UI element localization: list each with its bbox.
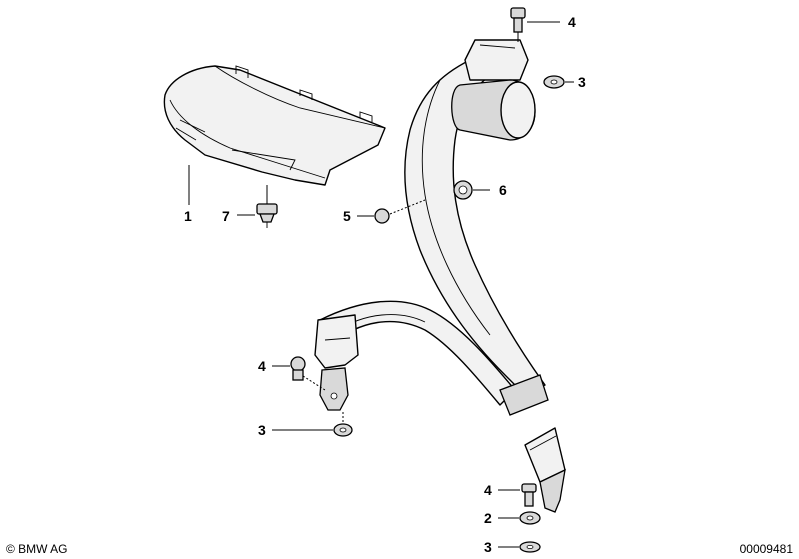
callout-3-mid: 3 (258, 422, 266, 438)
lower-anchor-part[interactable] (314, 314, 359, 411)
callout-6: 6 (499, 182, 507, 198)
trim-cover-part[interactable] (163, 65, 386, 205)
callout-7: 7 (222, 208, 230, 224)
buckle-part[interactable] (524, 427, 566, 513)
callout-3-bottom: 3 (484, 539, 492, 555)
washer-top-part[interactable] (543, 75, 574, 89)
callout-4-mid: 4 (258, 358, 266, 374)
retractor-part[interactable] (451, 28, 536, 141)
copyright-text: © BMW AG (6, 542, 68, 556)
washer-mid-part[interactable] (272, 412, 353, 437)
seat-belt-strap-part[interactable] (319, 59, 549, 416)
clip-part[interactable] (237, 185, 278, 228)
cap-part[interactable] (357, 199, 426, 224)
drawing-number: 00009481 (740, 542, 794, 556)
callout-2-bottom: 2 (484, 510, 492, 526)
washer-bottom-3-part[interactable] (498, 541, 541, 553)
callout-4-top: 4 (568, 14, 576, 30)
bolt-top-part[interactable] (510, 7, 560, 33)
bolt-mid-part[interactable] (272, 356, 326, 391)
callout-5: 5 (343, 208, 351, 224)
grommet-part[interactable] (453, 180, 490, 200)
callout-4-bottom: 4 (484, 482, 492, 498)
callout-3-top: 3 (578, 74, 586, 90)
washer-bottom-2-part[interactable] (498, 511, 541, 525)
bolt-bottom-part[interactable] (498, 483, 537, 507)
callout-1: 1 (184, 208, 192, 224)
